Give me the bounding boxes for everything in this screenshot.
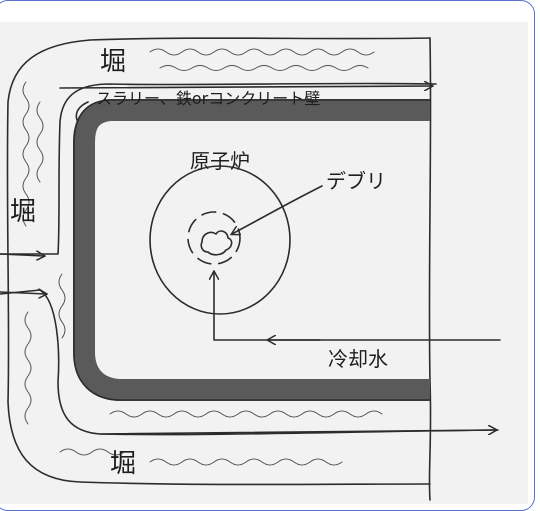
sketch-area: 堀 堀 堀 スラリー、鉄orコンクリート壁 原子炉 デブリ 冷却水: [0, 22, 528, 504]
label-wall: スラリー、鉄orコンクリート壁: [96, 89, 320, 108]
water-wave-left-4: [58, 273, 66, 339]
label-debris: デブリ: [326, 169, 386, 193]
label-moat-bottom: 堀: [110, 449, 136, 479]
water-wave-left: [22, 81, 30, 227]
right-boundary-line: [428, 37, 432, 501]
water-wave-top-2: [159, 65, 369, 71]
moat-inner-boundary-lower: [0, 289, 499, 436]
flow-arrow-top-right: [59, 86, 432, 88]
flow-arrow-bottom-right: [99, 430, 496, 434]
water-wave-bottom: [109, 410, 383, 418]
water-wave-bottom-2: [59, 448, 125, 456]
label-moat-top: 堀: [100, 47, 126, 77]
water-wave-bottom-3: [149, 458, 343, 466]
water-wave-top: [149, 48, 375, 56]
containment-wall: [73, 99, 430, 401]
flow-arrow-left-in: [0, 254, 44, 256]
label-reactor: 原子炉: [190, 149, 250, 173]
moat-diagram: 堀 堀 堀 スラリー、鉄orコンクリート壁 原子炉 デブリ 冷却水: [0, 37, 501, 501]
containment-wall-edge: [73, 99, 431, 401]
debris-blob: [200, 230, 233, 256]
water-wave-left-2: [36, 101, 44, 183]
coolant-line: [214, 272, 501, 341]
flow-arrow-left-lower: [0, 292, 46, 294]
label-moat-left: 堀: [10, 197, 36, 227]
debris-swirl-ring: [187, 211, 241, 265]
reactor-circle: [149, 165, 291, 315]
moat-outer-boundary: [6, 37, 431, 486]
debris-pointer-arrow: [232, 185, 323, 234]
moat-inner-boundary-upper: [0, 82, 437, 255]
water-wave-left-3: [24, 311, 32, 425]
label-coolant: 冷却水: [328, 347, 388, 371]
